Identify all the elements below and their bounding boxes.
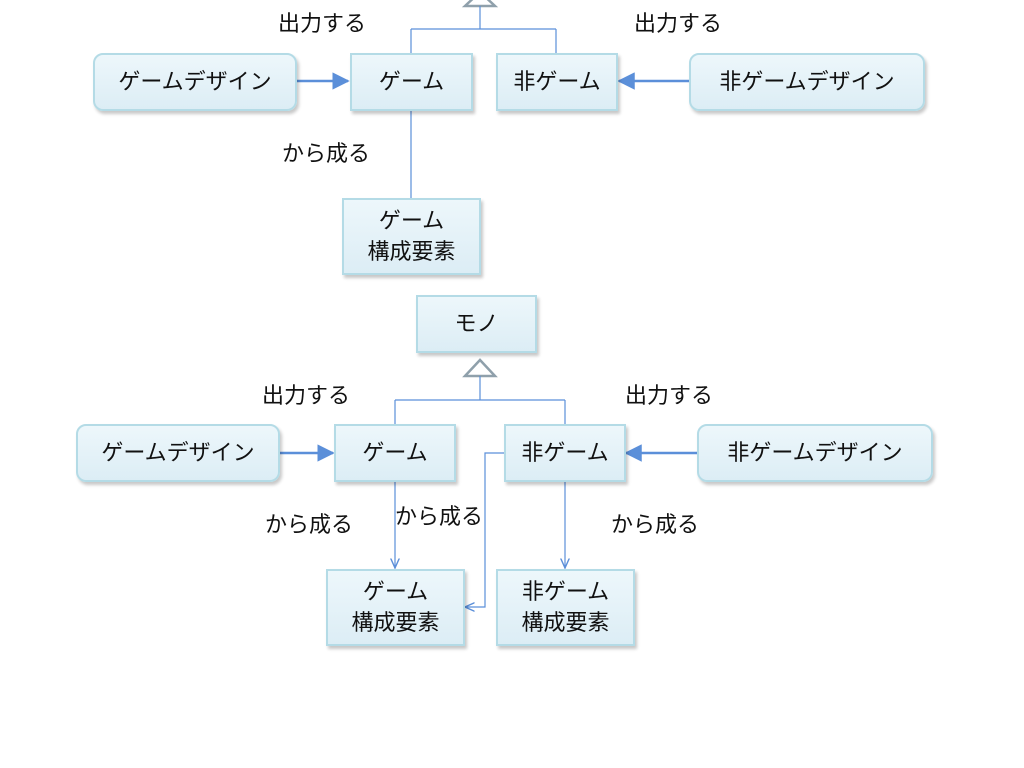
top-non-game-design-box: 非ゲームデザイン <box>689 53 925 111</box>
top-non-game-box: 非ゲーム <box>496 53 618 111</box>
top-game-design-box: ゲームデザイン <box>93 53 297 111</box>
bottom-consists-of-label-right: から成る <box>611 513 700 538</box>
bottom-generalization-triangle <box>462 358 498 378</box>
bottom-non-game-elements-box: 非ゲーム 構成要素 <box>496 569 635 646</box>
bottom-game-box: ゲーム <box>334 424 456 482</box>
bottom-game-elements-box: ゲーム 構成要素 <box>326 569 465 646</box>
top-game-elements-box: ゲーム 構成要素 <box>342 198 481 275</box>
top-generalization-triangle <box>461 0 499 8</box>
bottom-game-design-box: ゲームデザイン <box>76 424 280 482</box>
top-consists-of-label: から成る <box>282 142 371 167</box>
bottom-non-game-box: 非ゲーム <box>504 424 626 482</box>
bottom-outputs-label-left: 出力する <box>262 384 351 409</box>
bottom-consists-of-label-mid: から成る <box>395 505 484 530</box>
top-generalization-connector <box>410 6 557 53</box>
bottom-thing-box: モノ <box>416 295 537 353</box>
top-game-box: ゲーム <box>350 53 473 111</box>
top-outputs-label-left: 出力する <box>278 12 367 37</box>
top-outputs-label-right: 出力する <box>634 12 723 37</box>
bottom-outputs-label-right: 出力する <box>625 384 714 409</box>
bottom-non-game-design-box: 非ゲームデザイン <box>697 424 933 482</box>
bottom-consists-of-label-left: から成る <box>265 513 354 538</box>
bottom-generalization-connector <box>394 376 566 424</box>
bottom-non-game-to-game-elements-arrow <box>465 452 504 607</box>
